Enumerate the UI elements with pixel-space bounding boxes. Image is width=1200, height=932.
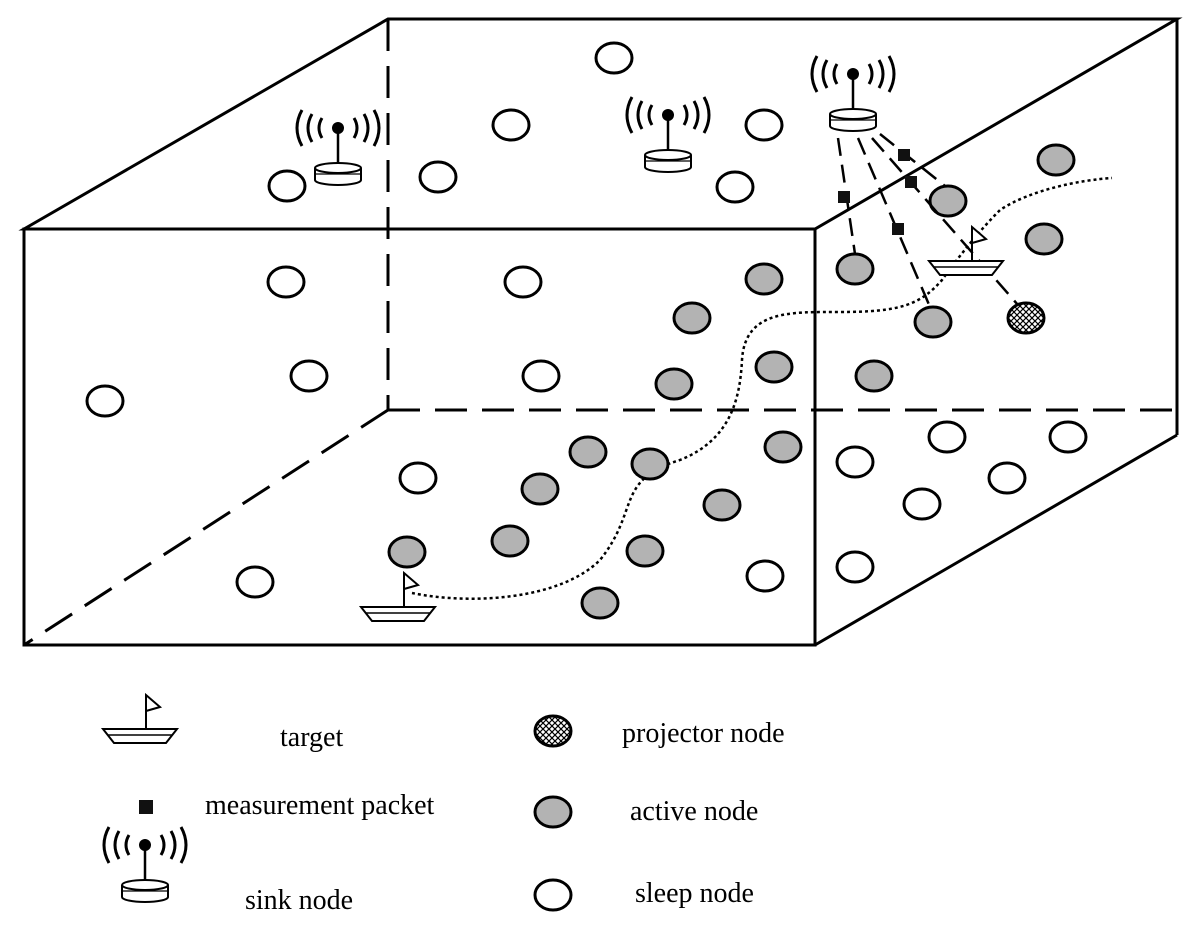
sink-node [625, 95, 711, 174]
active-node [702, 488, 742, 522]
sleep-node [744, 108, 784, 142]
target-ship [928, 226, 1004, 276]
sleep-node [835, 445, 875, 479]
measurement-packet [892, 223, 904, 235]
target-ship-icon [102, 694, 178, 744]
sleep-node [266, 265, 306, 299]
active-node [913, 305, 953, 339]
legend-label-sink-node: sink node [245, 885, 354, 916]
active-node [490, 524, 530, 558]
active-nodes [387, 143, 1076, 620]
sleep-node [503, 265, 543, 299]
box-hidden-edges [23, 19, 1177, 647]
legend-label-active-node: active node [630, 796, 759, 827]
active-node [387, 535, 427, 569]
legend-label-target: target [280, 722, 344, 753]
measurement-packets [838, 149, 917, 235]
active-node [520, 472, 560, 506]
legend-label-sleep-node: sleep node [635, 878, 754, 909]
projector-node [1006, 301, 1046, 335]
sleep-node [745, 559, 785, 593]
sleep-node [289, 359, 329, 393]
active-node [630, 447, 670, 481]
active-node [763, 430, 803, 464]
legend-label-projector-node: projector node [622, 718, 785, 749]
active-node [744, 262, 784, 296]
active-node [568, 435, 608, 469]
active-node [754, 350, 794, 384]
sleep-node [521, 359, 561, 393]
active-node-icon [533, 795, 573, 829]
sleep-node [235, 565, 275, 599]
sleep-nodes [85, 41, 1088, 599]
active-node [580, 586, 620, 620]
projector-node-icon [533, 714, 573, 748]
box-right-bottom-edge [814, 433, 1178, 647]
active-node [928, 184, 968, 218]
target-trajectory [411, 176, 1113, 600]
box-frame [18, 17, 1183, 647]
sleep-node [398, 461, 438, 495]
sleep-node [927, 420, 967, 454]
sleep-node [835, 550, 875, 584]
sleep-node [987, 461, 1027, 495]
sink-node-icon [102, 825, 188, 904]
target-ship [360, 572, 436, 622]
sink-node [810, 54, 896, 133]
sleep-node [715, 170, 755, 204]
sleep-node [418, 160, 458, 194]
box-front-face [22, 227, 817, 647]
sleep-node [267, 169, 307, 203]
sink-node [295, 108, 381, 187]
measurement-packet [905, 176, 917, 188]
active-node [654, 367, 694, 401]
active-node [672, 301, 712, 335]
legend-label-measurement-packet: measurement packet [205, 790, 435, 821]
active-node [1024, 222, 1064, 256]
measurement-packet [838, 191, 850, 203]
active-node [854, 359, 894, 393]
sleep-node [85, 384, 125, 418]
sleep-node [491, 108, 531, 142]
sleep-node-icon [533, 878, 573, 912]
active-node [625, 534, 665, 568]
active-node [1036, 143, 1076, 177]
active-node [835, 252, 875, 286]
sleep-node [902, 487, 942, 521]
sleep-node [1048, 420, 1088, 454]
sleep-node [594, 41, 634, 75]
measurement-packet [898, 149, 910, 161]
measurement-packet-icon [139, 800, 153, 814]
